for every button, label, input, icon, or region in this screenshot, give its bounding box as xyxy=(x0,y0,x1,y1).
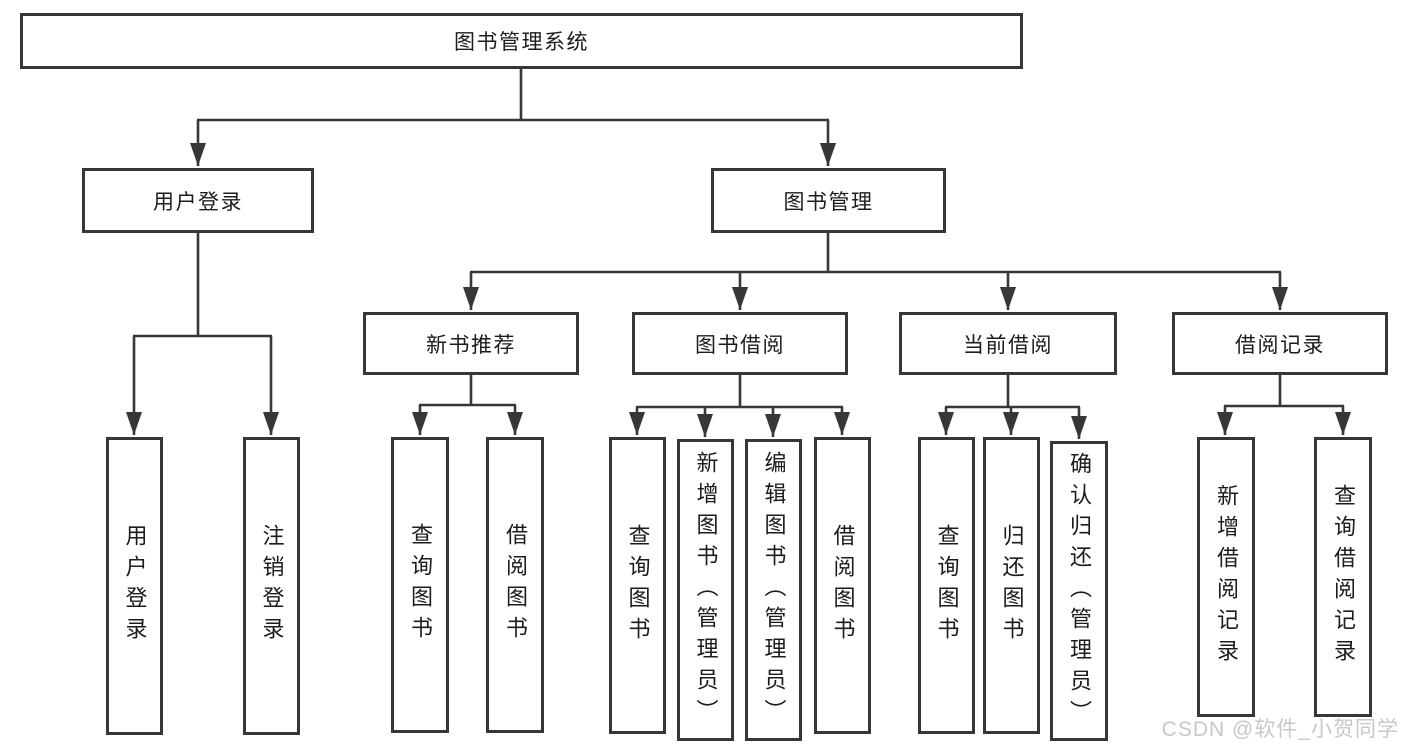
leaf-query-books-borrowing: 查询图书 xyxy=(609,437,666,734)
leaf-logout-label: 注销登录 xyxy=(259,524,285,648)
node-user-login: 用户登录 xyxy=(82,168,314,233)
leaf-logout: 注销登录 xyxy=(243,437,300,735)
node-book-management: 图书管理 xyxy=(711,168,946,233)
leaf-query-books-borrowing-label: 查询图书 xyxy=(625,523,651,648)
leaf-add-borrow-record-label: 新增借阅记录 xyxy=(1214,484,1239,670)
leaf-query-books-current-label: 查询图书 xyxy=(934,523,960,648)
leaf-edit-books-admin-label: 编辑图书（管理员） xyxy=(761,450,787,730)
leaf-return-books: 归还图书 xyxy=(983,437,1040,734)
leaf-user-login: 用户登录 xyxy=(106,437,163,735)
leaf-query-books-recommend-label: 查询图书 xyxy=(408,523,433,647)
leaf-add-books-admin: 新增图书（管理员） xyxy=(677,439,734,741)
leaf-query-books-recommend: 查询图书 xyxy=(391,437,449,733)
leaf-query-borrow-record: 查询借阅记录 xyxy=(1314,437,1372,717)
node-new-book-recommend: 新书推荐 xyxy=(363,312,579,375)
node-book-borrowing: 图书借阅 xyxy=(632,312,848,375)
leaf-user-login-label: 用户登录 xyxy=(122,524,148,648)
node-borrowing-records: 借阅记录 xyxy=(1172,312,1388,375)
leaf-borrow-books-borrowing: 借阅图书 xyxy=(814,437,871,734)
leaf-borrow-books-recommend-label: 借阅图书 xyxy=(503,523,528,647)
watermark: CSDN @软件_小贺同学 xyxy=(1161,718,1399,741)
leaf-query-books-current: 查询图书 xyxy=(918,437,975,734)
leaf-query-borrow-record-label: 查询借阅记录 xyxy=(1331,484,1356,670)
leaf-confirm-return-admin: 确认归还（管理员） xyxy=(1050,441,1108,741)
node-current-borrowing: 当前借阅 xyxy=(899,312,1117,375)
leaf-borrow-books-recommend: 借阅图书 xyxy=(486,437,544,733)
leaf-confirm-return-admin-label: 确认归还（管理员） xyxy=(1067,451,1092,731)
leaf-return-books-label: 归还图书 xyxy=(999,523,1025,648)
node-root: 图书管理系统 xyxy=(20,13,1023,69)
leaf-borrow-books-borrowing-label: 借阅图书 xyxy=(830,523,856,648)
leaf-edit-books-admin: 编辑图书（管理员） xyxy=(745,439,802,741)
leaf-add-borrow-record: 新增借阅记录 xyxy=(1197,437,1255,717)
leaf-add-books-admin-label: 新增图书（管理员） xyxy=(693,450,719,730)
